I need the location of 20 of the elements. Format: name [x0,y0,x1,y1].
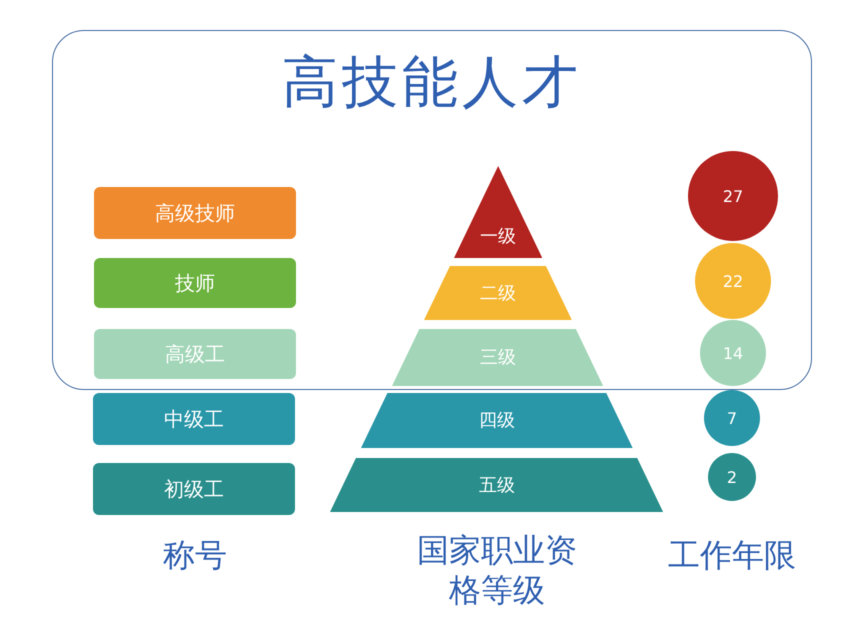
level-label: 二级 [480,282,516,305]
column-heading: 国家职业资格等级 [416,530,578,610]
years-circle: 2 [708,453,756,501]
level-label: 三级 [480,346,516,369]
group-frame [52,30,812,390]
years-circle: 22 [695,243,771,319]
level-label: 一级 [480,225,516,248]
title-badge: 技师 [94,258,296,308]
level-label: 四级 [478,409,515,432]
group-title: 高技能人才 [281,49,583,117]
years-circle: 7 [704,390,760,446]
title-badge: 高级工 [94,329,296,379]
title-badge: 高级技师 [94,187,296,239]
years-circle: 14 [700,320,766,386]
level-label: 五级 [478,474,515,497]
column-heading: 称号 [162,535,228,575]
years-circle: 27 [688,151,778,241]
title-badge: 初级工 [93,463,295,515]
column-heading: 工作年限 [667,535,797,575]
title-badge: 中级工 [93,393,295,445]
